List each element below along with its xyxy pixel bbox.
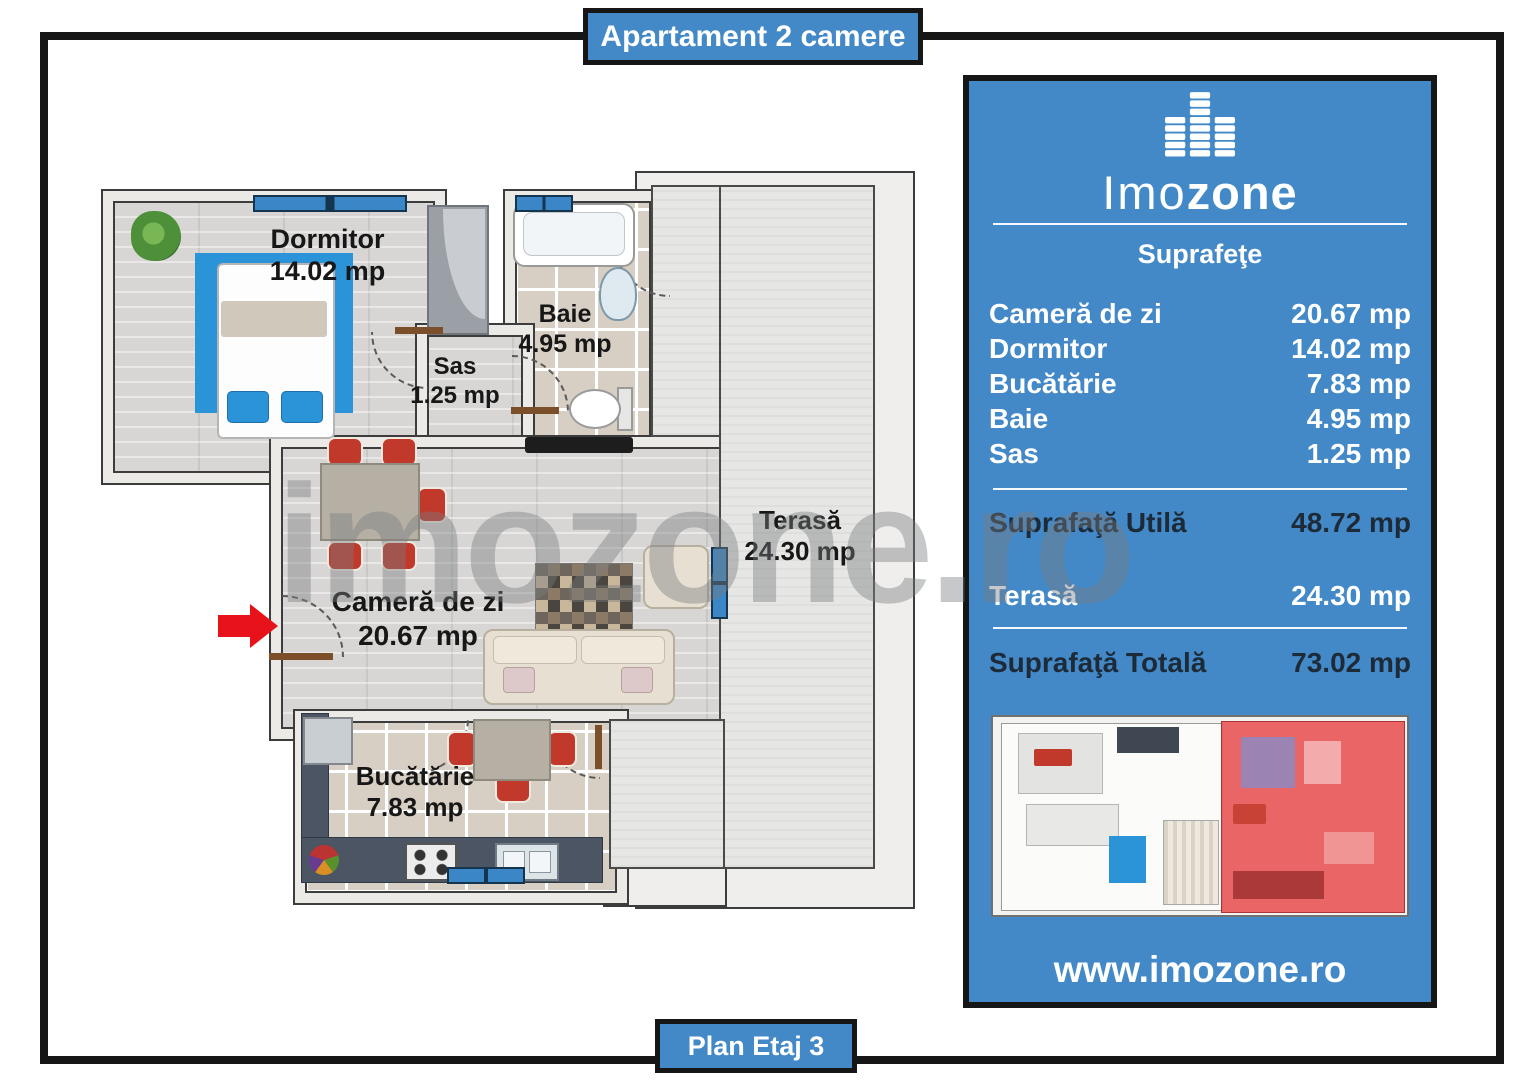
bathroom-door-sill xyxy=(511,407,559,414)
row-value: 1.25 mp xyxy=(1306,437,1411,469)
floor-badge-label: Plan Etaj 3 xyxy=(687,1030,825,1061)
label-bucatarie: Bucătărie 7.83 mp xyxy=(325,761,505,823)
surface-info-panel: Imozone Suprafeţe Cameră de zi 20.67 mp … xyxy=(963,75,1437,1008)
summary-label: Suprafaţă Utilă xyxy=(989,506,1187,538)
bed-pillow-left xyxy=(227,391,269,423)
label-terasa: Terasă 24.30 mp xyxy=(705,505,895,567)
brand-bold: zone xyxy=(1186,166,1298,219)
label-baie-area: 4.95 mp xyxy=(518,330,612,358)
dining-chair xyxy=(327,541,363,571)
sas-door-sill xyxy=(395,327,443,334)
label-dormitor-name: Dormitor xyxy=(270,224,385,254)
row-label: Dormitor xyxy=(989,332,1108,364)
brand-light: Imo xyxy=(1102,166,1187,219)
summary-value: 73.02 mp xyxy=(1291,646,1411,678)
summary-label: Terasă xyxy=(989,579,1078,611)
kitchen-table xyxy=(473,719,551,781)
title-badge-label: Apartament 2 camere xyxy=(600,19,906,53)
dining-chair xyxy=(417,487,447,523)
summary-utila-row: Suprafaţă Utilă 48.72 mp xyxy=(969,505,1431,540)
dining-chair xyxy=(381,437,417,467)
row-value: 4.95 mp xyxy=(1306,402,1411,434)
plant-icon xyxy=(131,211,181,261)
wardrobe-door xyxy=(443,209,485,319)
row-value: 20.67 mp xyxy=(1291,297,1411,329)
label-camera-de-zi: Cameră de zi 20.67 mp xyxy=(308,585,528,652)
bathroom-sink xyxy=(599,267,637,321)
vegetable-basket-icon xyxy=(309,845,339,875)
summary-terasa-row: Terasă 24.30 mp xyxy=(969,578,1431,613)
summary-value: 48.72 mp xyxy=(1291,506,1411,538)
wardrobe xyxy=(427,205,489,335)
section-title: Suprafeţe xyxy=(1137,239,1263,269)
bed-blanket xyxy=(221,301,327,337)
surface-row: Sas 1.25 mp xyxy=(969,436,1431,471)
bed-pillow-right xyxy=(281,391,323,423)
entrance-arrow-head-icon xyxy=(250,604,278,648)
floor-badge: Plan Etaj 3 xyxy=(655,1019,857,1073)
apartment-floorplan: Dormitor 14.02 mp Baie 4.95 mp Sas 1.25 … xyxy=(95,165,945,910)
divider xyxy=(993,223,1407,225)
surface-rows: Cameră de zi 20.67 mp Dormitor 14.02 mp … xyxy=(969,296,1431,471)
row-value: 14.02 mp xyxy=(1291,332,1411,364)
room-sas xyxy=(417,325,533,465)
label-dormitor: Dormitor 14.02 mp xyxy=(225,223,430,288)
divider xyxy=(993,488,1407,490)
surface-row: Cameră de zi 20.67 mp xyxy=(969,296,1431,331)
dining-chair xyxy=(381,541,417,571)
kitchen-door-sill xyxy=(595,725,602,769)
row-label: Bucătărie xyxy=(989,367,1117,399)
label-sas-name: Sas xyxy=(433,353,477,380)
summary-totala-row: Suprafaţă Totală 73.02 mp xyxy=(969,645,1431,680)
website-url: www.imozone.ro xyxy=(1053,949,1347,990)
terrace-floor-main xyxy=(719,185,875,869)
surface-row: Dormitor 14.02 mp xyxy=(969,331,1431,366)
bathroom-window xyxy=(515,195,573,212)
label-bucatarie-name: Bucătărie xyxy=(355,761,475,791)
kitchen-chair xyxy=(547,731,577,767)
brand-wordmark: Imozone xyxy=(969,165,1431,220)
floor-overview-thumbnail xyxy=(991,715,1409,917)
armchair xyxy=(643,545,709,609)
dining-table xyxy=(320,463,420,541)
surface-row: Bucătărie 7.83 mp xyxy=(969,366,1431,401)
title-badge: Apartament 2 camere xyxy=(583,8,923,65)
summary-label: Suprafaţă Totală xyxy=(989,646,1207,678)
row-label: Cameră de zi xyxy=(989,297,1162,329)
label-terasa-area: 24.30 mp xyxy=(744,536,856,567)
sofa xyxy=(483,629,675,705)
label-camera-name: Cameră de zi xyxy=(331,586,505,617)
label-baie-name: Baie xyxy=(538,300,592,328)
row-value: 7.83 mp xyxy=(1306,367,1411,399)
terrace-floor-upper xyxy=(651,185,725,437)
terrace-floor-lower xyxy=(609,719,725,869)
label-camera-area: 20.67 mp xyxy=(358,619,478,651)
label-baie: Baie 4.95 mp xyxy=(510,299,620,359)
surface-row: Baie 4.95 mp xyxy=(969,401,1431,436)
bedroom-window xyxy=(253,195,407,212)
label-dormitor-area: 14.02 mp xyxy=(269,256,386,287)
label-sas: Sas 1.25 mp xyxy=(395,353,515,411)
terrace-door-window xyxy=(711,547,728,619)
label-bucatarie-area: 7.83 mp xyxy=(366,792,464,823)
row-label: Baie xyxy=(989,402,1049,434)
tv xyxy=(525,437,633,453)
summary-value: 24.30 mp xyxy=(1291,579,1411,611)
row-label: Sas xyxy=(989,437,1039,469)
kitchen-window xyxy=(447,867,525,884)
bathtub xyxy=(513,203,635,267)
label-terasa-name: Terasă xyxy=(759,505,841,535)
buildings-icon xyxy=(969,91,1431,165)
toilet xyxy=(569,389,621,429)
fridge xyxy=(303,717,353,765)
entrance-door-sill xyxy=(269,653,333,660)
entrance-arrow-icon xyxy=(218,615,250,637)
label-sas-area: 1.25 mp xyxy=(410,381,500,409)
divider xyxy=(993,627,1407,629)
